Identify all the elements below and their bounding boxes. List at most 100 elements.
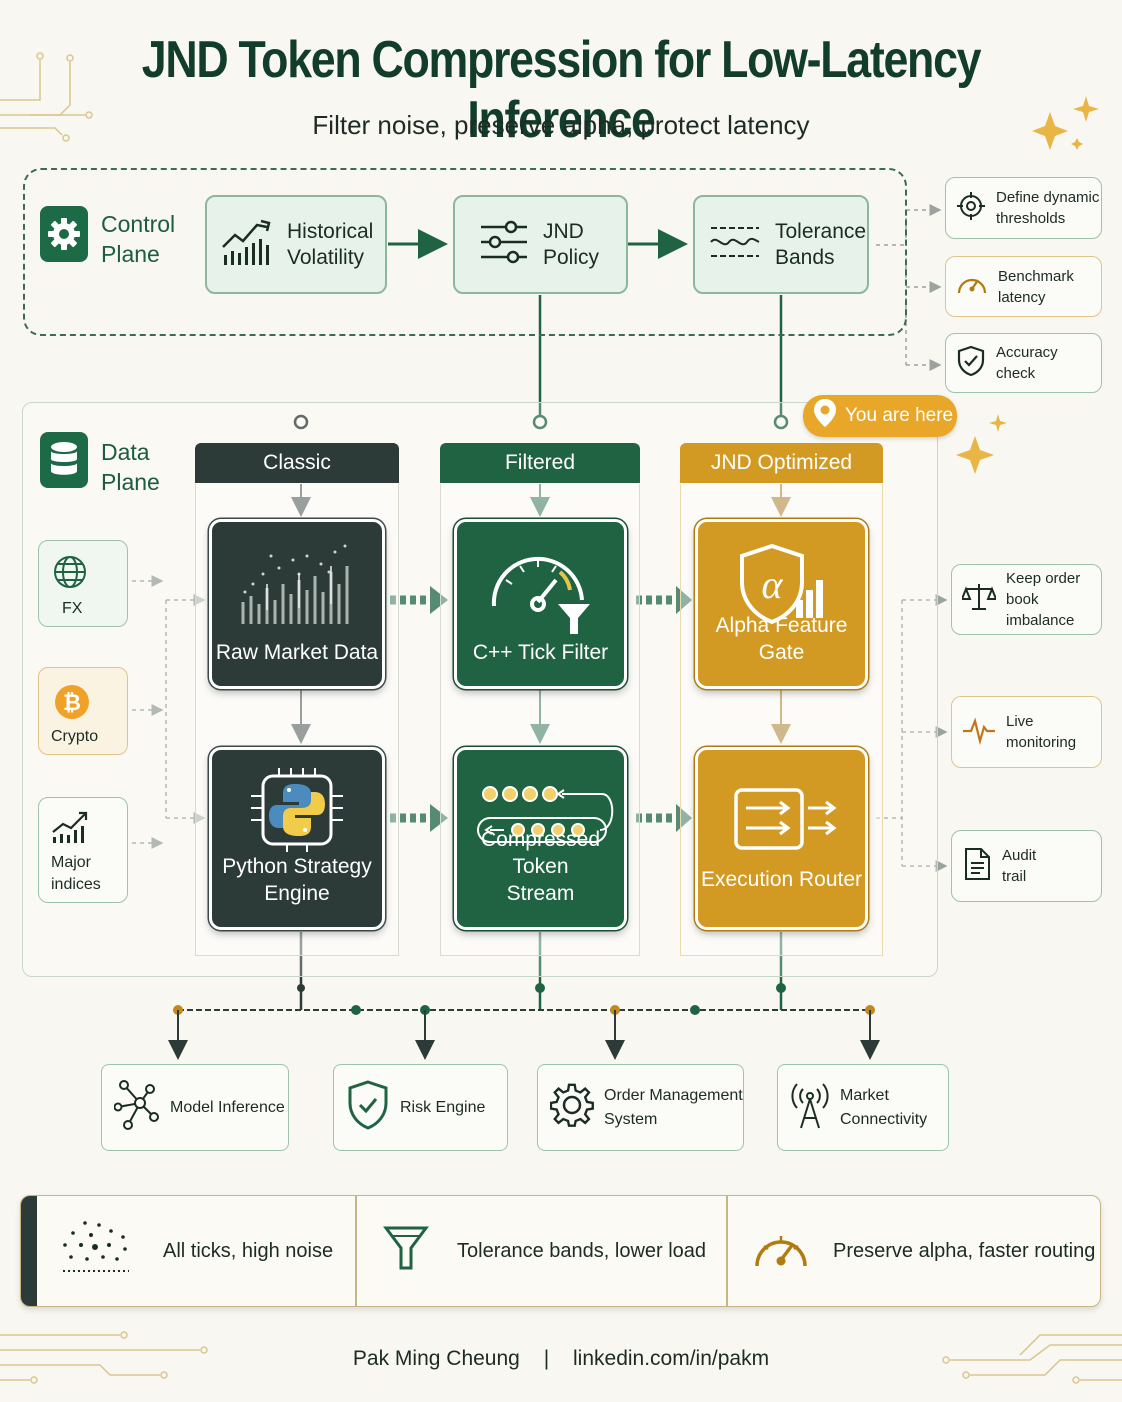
- source-crypto-label: Crypto: [51, 728, 99, 745]
- footer: Pak Ming Cheung | linkedin.com/in/pakm: [0, 1347, 1122, 1371]
- control-plane-label-line2: Plane: [101, 241, 160, 267]
- live-monitoring-line2: monitoring: [1006, 734, 1077, 751]
- risk-engine-card[interactable]: Risk Engine: [333, 1064, 508, 1151]
- market-connectivity-line1: Market: [840, 1086, 889, 1104]
- python-chip-icon: [212, 768, 382, 854]
- antenna-icon: [790, 1080, 830, 1135]
- benchmark-latency-line2: latency: [998, 288, 1046, 306]
- shield-check-icon: [346, 1079, 390, 1136]
- control-plane-label: Control Plane: [101, 209, 175, 269]
- funnel-icon: [383, 1224, 429, 1279]
- model-inference-card[interactable]: Model Inference: [101, 1064, 289, 1151]
- benchmark-latency-card[interactable]: Benchmark latency: [945, 256, 1102, 317]
- target-icon: [956, 191, 986, 226]
- you-are-here-badge: You are here: [803, 395, 957, 437]
- data-plane-label-line2: Plane: [101, 469, 160, 495]
- order-book-line2: book imbalance: [1006, 591, 1075, 629]
- define-thresholds-line2: thresholds: [996, 210, 1066, 227]
- define-thresholds-line1: Define dynamic: [996, 189, 1100, 206]
- speedometer-icon: [956, 269, 988, 304]
- audit-trail-line1: Audit: [1002, 847, 1037, 864]
- control-plane-label-line1: Control: [101, 211, 176, 237]
- accuracy-check-line2: check: [996, 365, 1036, 382]
- page-subtitle: Filter noise, preserve alpha, protect la…: [312, 110, 810, 140]
- pulse-icon: [962, 715, 996, 750]
- historical-volatility-line1: Historical: [287, 219, 374, 243]
- token-stream-icon: [457, 780, 624, 846]
- speedometer-icon: [751, 1224, 811, 1279]
- benchmark-latency-line1: Benchmark: [998, 267, 1074, 285]
- source-crypto[interactable]: ₿ Crypto: [38, 667, 128, 755]
- execution-router-label: Execution Router: [700, 868, 863, 891]
- order-management-line1: Order Management: [604, 1086, 743, 1104]
- compressed-token-stream-line1: Compressed Token: [480, 828, 601, 878]
- document-icon: [962, 847, 992, 886]
- audit-trail-card[interactable]: Audit trail: [951, 830, 1102, 902]
- source-fx[interactable]: FX: [38, 540, 128, 627]
- scatter-dots-icon: [59, 1219, 131, 1284]
- historical-volatility-line2: Volatility: [287, 245, 365, 269]
- live-monitoring-card[interactable]: Live monitoring: [951, 696, 1102, 768]
- order-management-line2: System: [604, 1110, 658, 1128]
- globe-icon: [53, 555, 87, 594]
- location-pin-icon: [813, 398, 837, 434]
- python-strategy-engine-line2: Engine: [264, 882, 330, 905]
- footer-link[interactable]: linkedin.com/in/pakm: [573, 1347, 770, 1370]
- execution-router-box[interactable]: Execution Router: [695, 747, 868, 930]
- cpp-tick-filter-box[interactable]: C++ Tick Filter: [454, 519, 627, 689]
- gear-icon: [40, 206, 88, 262]
- classic-column-header: Classic: [195, 443, 399, 483]
- jnd-optimized-column-header: JND Optimized: [680, 443, 883, 483]
- gear-icon: [549, 1082, 594, 1133]
- summary-classic-text: All ticks, high noise: [163, 1239, 334, 1262]
- data-plane-label-line1: Data: [101, 439, 150, 465]
- index-chart-icon: [51, 810, 91, 849]
- filtered-column-header: Filtered: [440, 443, 640, 483]
- summary-filtered: Tolerance bands, lower load: [383, 1196, 726, 1306]
- raw-market-data-label: Raw Market Data: [215, 641, 379, 664]
- audit-trail-line2: trail: [1002, 868, 1027, 885]
- alpha-feature-gate-box[interactable]: α Alpha Feature Gate: [695, 519, 868, 689]
- you-are-here-text: You are here: [845, 405, 954, 426]
- control-plane-box: [23, 168, 907, 336]
- alpha-feature-gate-label: Alpha Feature Gate: [715, 614, 848, 664]
- database-icon: [40, 432, 88, 488]
- summary-jnd-text: Preserve alpha, faster routing: [833, 1239, 1096, 1262]
- summary-filtered-text: Tolerance bands, lower load: [457, 1239, 707, 1262]
- jnd-policy-line1: JND: [543, 219, 584, 243]
- volatility-chart-icon: [221, 217, 273, 272]
- balance-scale-icon: [960, 581, 998, 618]
- svg-text:₿: ₿: [63, 690, 81, 715]
- raw-market-data-box[interactable]: Raw Market Data: [209, 519, 385, 689]
- summary-accent-strip: [21, 1196, 37, 1306]
- summary-bar: All ticks, high noise Tolerance bands, l…: [20, 1195, 1101, 1307]
- cpp-tick-filter-label: C++ Tick Filter: [472, 641, 609, 664]
- alpha-shield-icon: α: [698, 542, 865, 630]
- market-connectivity-line2: Connectivity: [840, 1110, 928, 1128]
- summary-classic: All ticks, high noise: [59, 1196, 355, 1306]
- define-thresholds-card[interactable]: Define dynamic thresholds: [945, 177, 1102, 239]
- tolerance-bands-line1: Tolerance: [775, 219, 867, 243]
- jnd-policy-line2: Policy: [543, 245, 600, 269]
- compressed-token-stream-line2: Stream: [506, 882, 575, 905]
- model-inference-label: Model Inference: [170, 1098, 285, 1116]
- source-major-indices-line2: indices: [51, 876, 101, 893]
- summary-divider: [355, 1196, 357, 1306]
- live-monitoring-line1: Live: [1006, 713, 1034, 730]
- router-arrows-icon: [698, 786, 865, 850]
